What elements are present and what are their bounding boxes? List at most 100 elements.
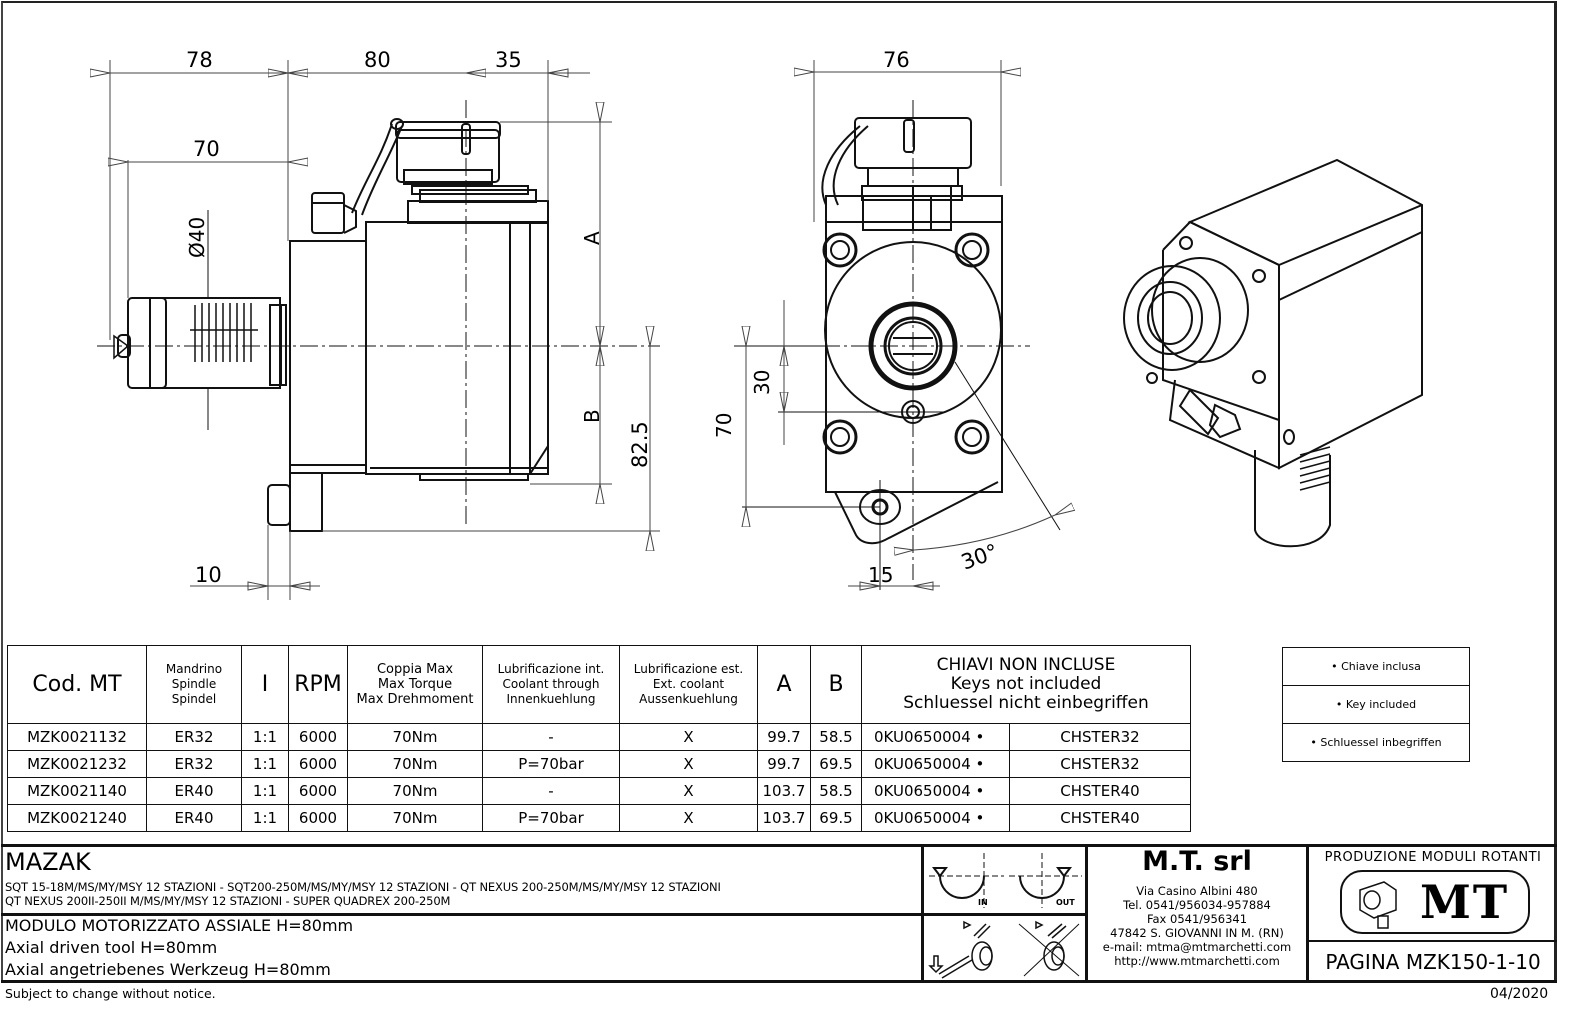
- cell-a: 103.7: [757, 804, 811, 832]
- cell-spindle: ER40: [146, 804, 242, 832]
- dim-diameter-40: Ø40: [185, 216, 209, 258]
- dim-78: 78: [186, 48, 213, 72]
- key-legend-en: • Key included: [1282, 685, 1470, 724]
- cell-ratio: 1:1: [241, 777, 289, 805]
- front-view: [735, 100, 1030, 580]
- cell-rpm: 6000: [288, 750, 348, 778]
- dim-15: 15: [868, 563, 894, 587]
- header-coolant-ext-en: Ext. coolant: [652, 677, 725, 691]
- cell-spindle: ER32: [146, 723, 242, 751]
- header-keys-en: Keys not included: [950, 674, 1102, 694]
- dim-82-5: 82.5: [628, 421, 652, 468]
- header-coolant-ext-de: Aussenkuehlung: [639, 692, 738, 706]
- header-torque-en: Max Torque: [377, 677, 453, 692]
- side-view-dimensions: [110, 60, 660, 600]
- cell-rpm: 6000: [288, 777, 348, 805]
- dim-30: 30: [750, 369, 774, 395]
- header-a: A: [757, 645, 811, 724]
- dim-70-shank: 70: [193, 137, 220, 161]
- cell-a: 103.7: [757, 777, 811, 805]
- cell-ratio: 1:1: [241, 804, 289, 832]
- cell-a: 99.7: [757, 750, 811, 778]
- company-address: Via Casino Albini 480: [1136, 884, 1258, 898]
- company-email: e-mail: mtma@mtmarchetti.com: [1102, 940, 1292, 954]
- title-block-bottom-rule: [1, 980, 1557, 983]
- cell-key2: CHSTER40: [1009, 777, 1191, 805]
- header-torque-de: Max Drehmoment: [356, 692, 474, 707]
- company-name: M.T. srl: [1142, 846, 1252, 877]
- company-fax: Fax 0541/956341: [1146, 912, 1248, 926]
- rotation-out-icon: [1019, 875, 1065, 899]
- company-city: 47842 S. GIOVANNI IN M. (RN): [1110, 926, 1284, 940]
- module-logo-icon: [1359, 881, 1397, 929]
- table-row: MZK0021240 ER40 1:1 6000 70Nm P=70bar X …: [7, 804, 1191, 832]
- cell-code: MZK0021140: [7, 777, 147, 805]
- side-view: [97, 100, 660, 532]
- cell-key1: 0KU0650004 •: [861, 777, 1010, 805]
- description-en: Axial driven tool H=80mm: [5, 938, 218, 957]
- cell-b: 58.5: [810, 723, 862, 751]
- notice-text: Subject to change without notice.: [5, 986, 216, 1001]
- cell-code: MZK0021240: [7, 804, 147, 832]
- mt-logo: MT: [1340, 870, 1530, 934]
- cell-ratio: 1:1: [241, 723, 289, 751]
- cell-code: MZK0021132: [7, 723, 147, 751]
- production-label: PRODUZIONE MODULI ROTANTI: [1324, 850, 1542, 865]
- cell-coolant-int: P=70bar: [482, 804, 620, 832]
- dim-a: A: [580, 231, 604, 245]
- header-rpm: RPM: [288, 645, 348, 724]
- cell-spindle: ER40: [146, 777, 242, 805]
- cell-coolant-int: -: [482, 723, 620, 751]
- header-coolant-int-it: Lubrificazione int.: [497, 662, 605, 676]
- cell-b: 69.5: [810, 750, 862, 778]
- table-row: MZK0021140 ER40 1:1 6000 70Nm - X 103.7 …: [7, 777, 1191, 805]
- header-spindle-en: Spindle: [171, 677, 217, 691]
- cell-key2: CHSTER32: [1009, 750, 1191, 778]
- vline-production: [1306, 846, 1309, 981]
- front-view-dimensions: [734, 60, 1060, 591]
- description-de: Axial angetriebenes Werkzeug H=80mm: [5, 960, 331, 979]
- wrench-usage-icons: [928, 920, 1080, 979]
- technical-drawing: [0, 60, 1423, 600]
- title-block-top-rule: [1, 844, 1557, 847]
- cell-a: 99.7: [757, 723, 811, 751]
- drawing-frame: [1, 1, 1557, 981]
- cell-b: 58.5: [810, 777, 862, 805]
- header-keys-de: Schluessel nicht einbegriffen: [903, 693, 1149, 713]
- dim-10: 10: [195, 563, 222, 587]
- cell-key1: 0KU0650004 •: [861, 750, 1010, 778]
- cell-coolant-ext: X: [619, 723, 758, 751]
- cell-ratio: 1:1: [241, 750, 289, 778]
- cell-coolant-ext: X: [619, 777, 758, 805]
- machines-line-2: QT NEXUS 200II-250II M/MS/MY/MSY 12 STAZ…: [5, 894, 451, 908]
- rotation-out-label: OUT: [1056, 898, 1075, 907]
- key-legend: • Chiave inclusa • Key included • Schlue…: [1282, 647, 1470, 762]
- cell-key1: 0KU0650004 •: [861, 723, 1010, 751]
- header-keys-it: CHIAVI NON INCLUSE: [936, 655, 1116, 675]
- key-legend-de: • Schluessel inbegriffen: [1282, 723, 1470, 762]
- cell-key2: CHSTER40: [1009, 804, 1191, 832]
- cell-torque: 70Nm: [347, 777, 483, 805]
- cell-rpm: 6000: [288, 723, 348, 751]
- machines-line-1: SQT 15-18M/MS/MY/MSY 12 STAZIONI - SQT20…: [5, 880, 721, 894]
- company-website: http://www.mtmarchetti.com: [1114, 954, 1280, 968]
- header-coolant-ext-it: Lubrificazione est.: [633, 662, 744, 676]
- dim-70-front: 70: [712, 412, 736, 438]
- brand-title: MAZAK: [5, 848, 91, 876]
- header-code: Cod. MT: [7, 645, 147, 724]
- cell-code: MZK0021232: [7, 750, 147, 778]
- table-row: MZK0021132 ER32 1:1 6000 70Nm - X 99.7 5…: [7, 723, 1191, 751]
- cell-torque: 70Nm: [347, 723, 483, 751]
- cell-coolant-ext: X: [619, 750, 758, 778]
- rotation-in-label: IN: [978, 898, 988, 907]
- revision-date: 04/2020: [1490, 986, 1549, 1002]
- header-spindle-it: Mandrino: [165, 662, 223, 676]
- header-spindle-de: Spindel: [171, 692, 217, 706]
- page-divider: [1306, 940, 1557, 942]
- rotation-in-icon: [939, 875, 985, 899]
